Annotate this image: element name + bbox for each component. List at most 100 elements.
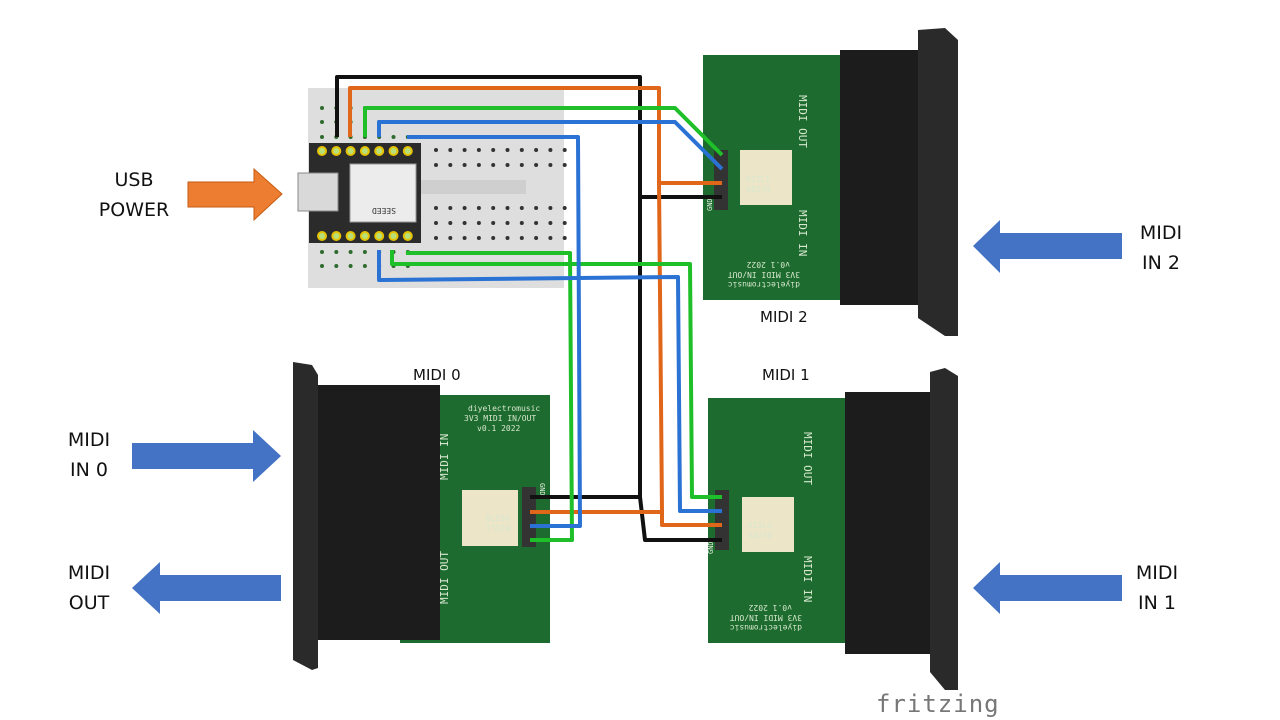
breadboard-hole: [562, 236, 567, 240]
svg-text:H11L1: H11L1: [748, 521, 772, 530]
midi-in-2-label: MIDI IN 2: [1126, 218, 1196, 278]
midi-in-2-arrow-icon: [973, 220, 1122, 273]
svg-text:v0.1 2022: v0.1 2022: [477, 424, 521, 433]
midi0-board: H11L1 V827Q GND MIDI IN MIDI OUT diyelec…: [293, 362, 550, 670]
breadboard-hole: [491, 236, 496, 240]
xiao-pin-center: [333, 233, 340, 239]
wire-tx-midi1: [390, 250, 722, 499]
breadboard-hole: [505, 221, 510, 225]
wire-rx-midi2: [377, 120, 724, 171]
breadboard-hole: [548, 206, 553, 210]
breadboard-hole: [519, 206, 524, 210]
breadboard-hole: [434, 148, 438, 152]
breadboard-hole: [476, 206, 481, 210]
label-line: OUT: [68, 592, 110, 614]
breadboard-hole: [362, 264, 367, 268]
breadboard-hole: [448, 148, 453, 152]
breadboard-hole: [476, 148, 481, 152]
mcu-label: SEEED: [372, 206, 396, 215]
breadboard-hole: [476, 236, 481, 240]
midi0-gnd-pin-label: GND: [538, 483, 546, 496]
xiao-pin-center: [404, 233, 411, 239]
breadboard-hole: [491, 148, 496, 152]
breadboard-hole: [448, 221, 453, 225]
breadboard-hole: [334, 250, 339, 254]
xiao-pin-center: [333, 148, 340, 154]
breadboard-hole: [348, 264, 353, 268]
breadboard-hole: [562, 163, 567, 167]
midi-in-1-label: MIDI IN 1: [1122, 558, 1192, 618]
wires: [335, 75, 724, 542]
breadboard-hole: [348, 250, 353, 254]
xiao-pin-center: [319, 148, 325, 154]
breadboard-hole: [534, 163, 539, 167]
breadboard-hole: [320, 264, 324, 268]
svg-text:diyelectromusic: diyelectromusic: [468, 404, 540, 413]
label-line: IN 2: [1142, 252, 1180, 274]
breadboard-hole: [562, 148, 567, 152]
breadboard-hole: [320, 106, 324, 110]
breadboard-hole: [491, 163, 496, 167]
breadboard-hole: [320, 135, 324, 139]
breadboard-hole: [448, 236, 453, 240]
midi-out-label: MIDI OUT: [54, 558, 124, 618]
breadboard-hole: [434, 206, 438, 210]
svg-text:v0.1 2022: v0.1 2022: [746, 260, 790, 269]
svg-text:diyelectromusic: diyelectromusic: [728, 280, 800, 289]
svg-text:H11L1: H11L1: [746, 175, 770, 184]
breadboard-hole: [534, 206, 539, 210]
wire-tx-midi0: [406, 251, 574, 542]
breadboard-hole: [519, 163, 524, 167]
breadboard-hole: [505, 236, 510, 240]
breadboard-hole: [519, 221, 524, 225]
xiao-pin-center: [319, 233, 325, 239]
svg-text:MIDI IN: MIDI IN: [796, 210, 809, 256]
breadboard-hole: [434, 163, 438, 167]
svg-text:MIDI OUT: MIDI OUT: [796, 95, 809, 148]
breadboard-hole: [462, 163, 467, 167]
breadboard-hole: [476, 221, 481, 225]
breadboard-hole: [491, 221, 496, 225]
midi-out-arrow-icon: [132, 562, 281, 614]
breadboard-hole: [562, 221, 567, 225]
svg-text:3V3 MIDI IN/OUT: 3V3 MIDI IN/OUT: [464, 414, 536, 423]
svg-text:diyelectromusic: diyelectromusic: [730, 623, 802, 632]
breadboard-hole: [320, 120, 324, 124]
svg-text:MIDI OUT: MIDI OUT: [801, 432, 814, 485]
breadboard-hole: [534, 148, 539, 152]
midi2-caption: MIDI 2: [760, 308, 808, 326]
breadboard-hole: [448, 206, 453, 210]
breadboard-hole: [519, 148, 524, 152]
usb-power-label: USB POWER: [90, 165, 178, 225]
breadboard-hole: [462, 221, 467, 225]
xiao-pin-center: [347, 233, 354, 239]
breadboard-hole: [548, 236, 553, 240]
breadboard-hole: [534, 236, 539, 240]
breadboard-hole: [519, 236, 524, 240]
seeed-xiao-board: SEEED: [297, 143, 421, 243]
breadboard-hole: [505, 148, 510, 152]
xiao-pin-center: [347, 148, 354, 154]
label-line: POWER: [98, 199, 170, 221]
xiao-pin-center: [361, 148, 368, 154]
midi-in-0-label: MIDI IN 0: [54, 425, 124, 485]
midi-in-0-arrow-icon: [132, 430, 281, 482]
breadboard-hole: [462, 206, 467, 210]
breadboard-hole: [334, 264, 339, 268]
svg-text:V827Q: V827Q: [746, 185, 770, 194]
breadboard-hole: [462, 236, 467, 240]
breadboard-hole: [548, 148, 553, 152]
breadboard-hole: [462, 148, 467, 152]
breadboard-hole: [434, 221, 438, 225]
svg-text:MIDI IN: MIDI IN: [438, 434, 451, 480]
wire-rx-midi1: [377, 250, 722, 513]
wire-gnd-midi2: [335, 75, 722, 199]
label-line: IN 0: [70, 459, 108, 481]
breadboard-hole: [505, 163, 510, 167]
usb-power-arrow-icon: [187, 167, 283, 222]
breadboard-hole: [534, 221, 539, 225]
midi-in-1-arrow-icon: [973, 562, 1122, 614]
breadboard-hole: [548, 163, 553, 167]
wire-power-midi1: [660, 512, 722, 527]
breadboard-hole: [476, 163, 481, 167]
